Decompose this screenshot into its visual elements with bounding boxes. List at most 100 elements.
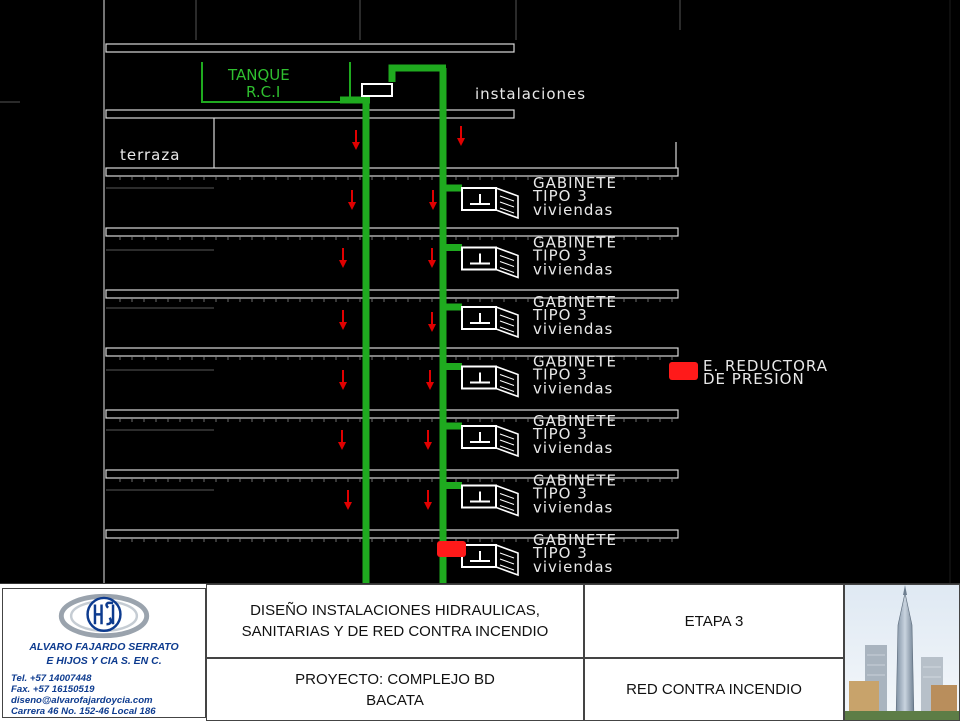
cabinet-hatch	[499, 255, 515, 261]
design-title: DISEÑO INSTALACIONES HIDRAULICAS, SANITA…	[206, 584, 584, 658]
company-contact: Tel. +57 14007448 Fax. +57 16150519 dise…	[3, 673, 156, 717]
flow-arrow-head	[428, 324, 436, 332]
floor-slab	[105, 289, 679, 299]
floor-slab	[105, 167, 679, 177]
cabinet-label-line-1: GABINETE	[533, 353, 617, 371]
cabinet-door	[495, 305, 519, 339]
floor-slab	[105, 529, 679, 539]
cabinet-door	[495, 543, 519, 577]
cabinet-label-line-2: TIPO 3	[532, 544, 588, 562]
cabinet-hatch	[499, 493, 515, 499]
company-tel: Tel. +57 14007448	[11, 673, 92, 684]
cabinet-label-line-2: TIPO 3	[532, 425, 588, 443]
cabinet-label-line-1: GABINETE	[533, 412, 617, 430]
installations-label: instalaciones	[475, 85, 586, 103]
flow-arrows	[338, 126, 465, 510]
cabinet-door	[495, 484, 519, 517]
cabinet-label-line-3: viviendas	[533, 499, 613, 517]
flow-arrow-head	[428, 260, 436, 268]
reducer-valve	[437, 541, 466, 557]
cabinet-hatch	[499, 201, 515, 208]
cabinet-label-line-1: GABINETE	[533, 472, 617, 490]
cabinet-hatch	[499, 552, 515, 559]
company-name-line-1: ALVARO FAJARDO SERRATO	[29, 641, 179, 653]
cabinet-label-line-1: GABINETE	[533, 174, 617, 192]
cabinet-hatch	[499, 445, 515, 452]
flow-arrow-head	[348, 202, 356, 210]
cabinet-label-line-3: viviendas	[533, 558, 613, 576]
flow-arrow-head	[352, 142, 360, 150]
terrace-label: terraza	[120, 146, 180, 164]
green-risers	[340, 64, 447, 583]
flow-arrow-head	[426, 382, 434, 390]
cabinet-label-line-3: viviendas	[533, 201, 613, 219]
flow-arrow-head	[457, 138, 465, 146]
cabinet-hatch	[499, 386, 515, 392]
building-rendering	[844, 584, 960, 721]
cabinet-hatch	[499, 207, 515, 214]
cabinet-hatch	[499, 326, 515, 333]
tank-label-line-2: R.C.I	[246, 83, 280, 101]
title-block: ALVARO FAJARDO SERRATO E HIJOS Y CIA S. …	[0, 583, 960, 721]
flow-arrow-head	[339, 260, 347, 268]
flow-arrow-head	[429, 202, 437, 210]
reducer-label-line-1: E. REDUCTORA	[703, 357, 828, 375]
cabinet-label-line-1: GABINETE	[533, 234, 617, 252]
cabinet-hatch	[499, 499, 515, 505]
cabinet-label-line-2: TIPO 3	[532, 366, 588, 384]
flow-arrow-head	[424, 502, 432, 510]
cabinet-hatch	[499, 564, 515, 571]
tank-label-line-1: TANQUE	[227, 66, 290, 84]
pump-pipe	[388, 64, 446, 82]
company-logo	[58, 593, 150, 639]
cabinet-label-line-1: GABINETE	[533, 293, 617, 311]
cabinet-label-line-3: viviendas	[533, 320, 613, 338]
cabinet-hatch	[499, 439, 515, 446]
cabinet-hatch	[499, 374, 515, 380]
cabinet-label-line-2: TIPO 3	[532, 187, 588, 205]
roof-slab	[105, 43, 515, 53]
flow-arrow-head	[338, 442, 346, 450]
company-fax: Fax. +57 16150519	[11, 684, 95, 695]
cabinet-hatch	[499, 558, 515, 565]
cabinet-label-line-2: TIPO 3	[532, 306, 588, 324]
cabinet-door	[495, 246, 519, 279]
cabinet-label-line-3: viviendas	[533, 380, 613, 398]
pump-symbol	[361, 83, 393, 97]
rci-tank: TANQUE R.C.I	[201, 62, 351, 103]
flow-arrow-head	[344, 502, 352, 510]
cabinet-door	[495, 424, 519, 458]
cabinet-door	[495, 186, 519, 220]
floor-slab	[105, 409, 679, 419]
reducer-symbol	[669, 362, 698, 380]
cabinet-label-line-3: viviendas	[533, 439, 613, 457]
cabinet-label-line-1: GABINETE	[533, 531, 617, 549]
stage-label: ETAPA 3	[584, 584, 844, 658]
cabinet-hatch	[499, 433, 515, 440]
reducer-label-line-2: DE PRESION	[703, 370, 805, 388]
company-name-line-2: E HIJOS Y CIA S. EN C.	[46, 655, 162, 667]
cabinet-label-line-3: viviendas	[533, 261, 613, 279]
machine-room-slab	[105, 109, 515, 119]
company-logo-cell: ALVARO FAJARDO SERRATO E HIJOS Y CIA S. …	[2, 588, 206, 718]
project-name: PROYECTO: COMPLEJO BD BACATA	[206, 658, 584, 721]
floor-slab	[105, 469, 679, 479]
flow-arrow-head	[339, 322, 347, 330]
cabinet-hatch	[499, 267, 515, 273]
cabinet-hatch	[499, 261, 515, 267]
pressure-reducer-legend: E. REDUCTORA DE PRESION	[669, 357, 828, 388]
cabinet-hatch	[499, 195, 515, 202]
cabinet-label-line-2: TIPO 3	[532, 485, 588, 503]
cabinet-label-line-2: TIPO 3	[532, 247, 588, 265]
floor-slab	[105, 347, 679, 357]
company-address: Carrera 46 No. 152-46 Local 186	[11, 706, 156, 717]
cabinet-hatch	[499, 505, 515, 511]
cabinet-hatch	[499, 314, 515, 321]
company-email: diseno@alvarofajardoycia.com	[11, 695, 153, 706]
